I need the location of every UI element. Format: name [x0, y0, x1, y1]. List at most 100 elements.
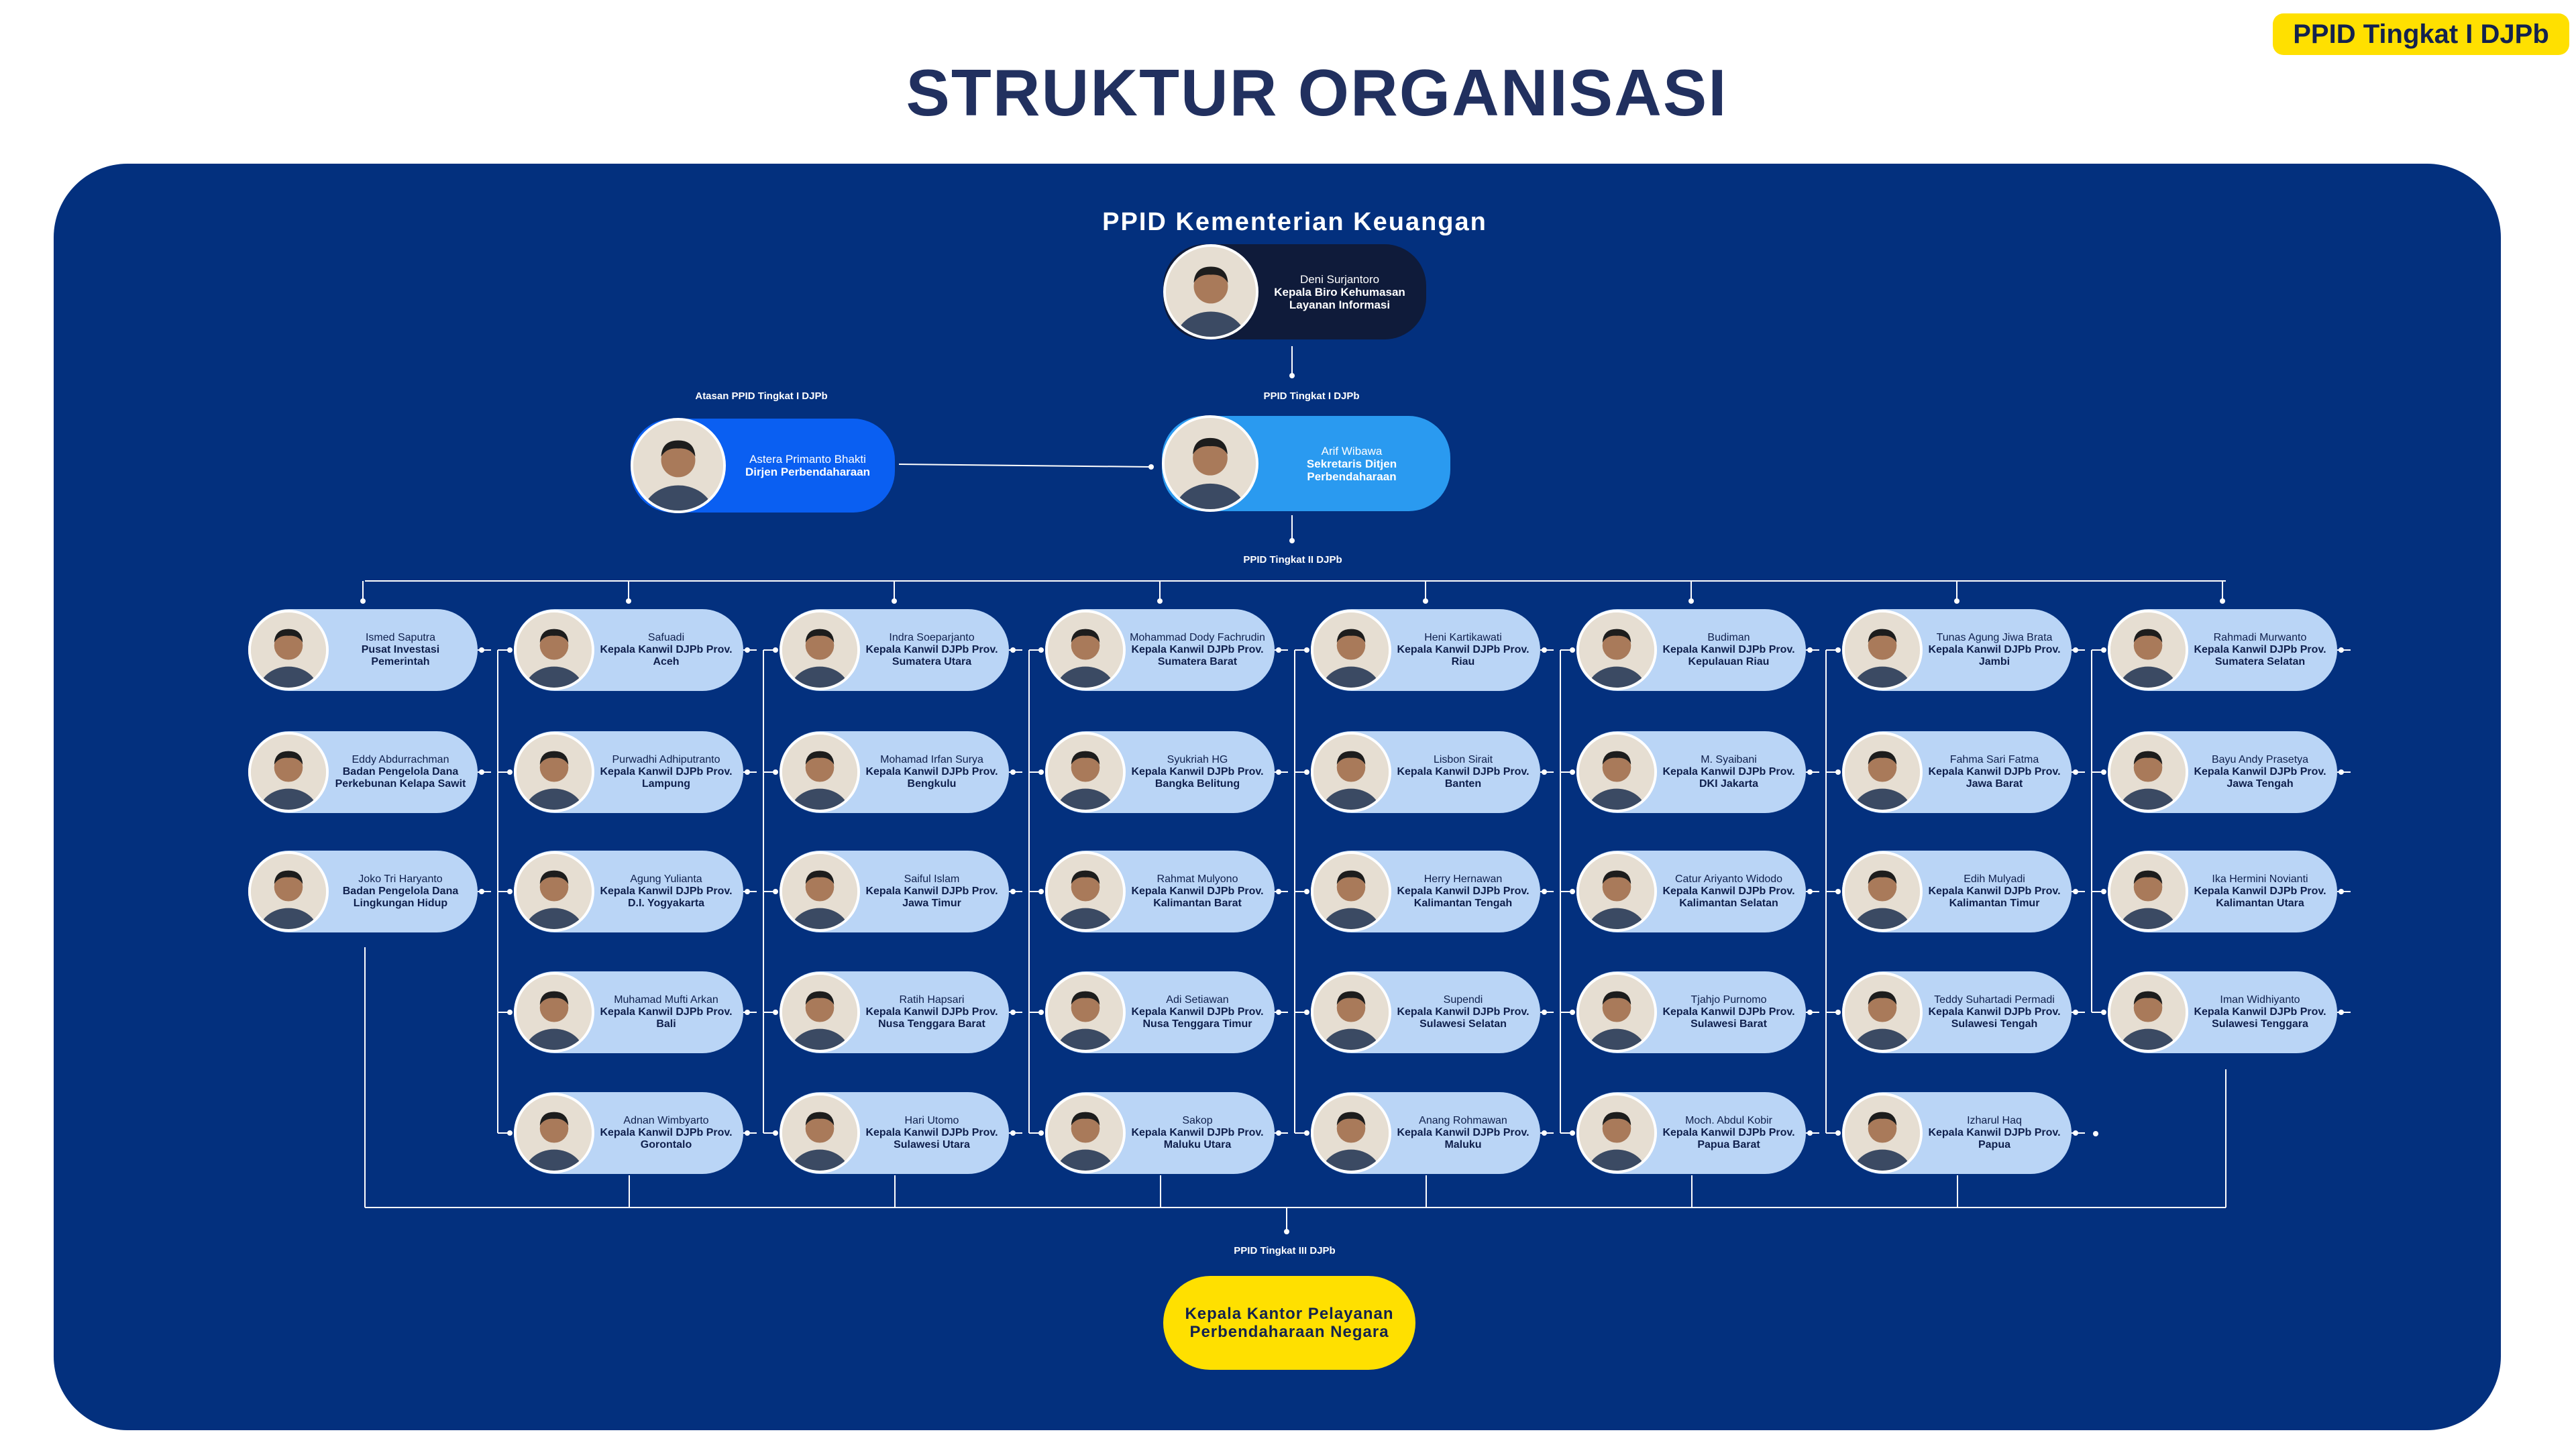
person-role: Kepala Kanwil DJPb Prov. Kalimantan Teng… — [1397, 885, 1529, 909]
person-photo-icon — [514, 972, 594, 1053]
card-top-person[interactable]: Deni Surjantoro Kepala Biro Kehumasan La… — [1163, 244, 1426, 339]
person-role: Kepala Kanwil DJPb Prov. Jambi — [1928, 644, 2061, 667]
person-photo-icon — [1576, 1093, 1657, 1173]
person-name: Supendi — [1443, 994, 1483, 1006]
tingkat1-role: Sekretaris Ditjen Perbendaharaan — [1306, 457, 1397, 483]
person-role: Kepala Kanwil DJPb Prov. Gorontalo — [600, 1127, 733, 1150]
person-role: Kepala Kanwil DJPb Prov. Aceh — [600, 644, 733, 667]
person-role: Kepala Kanwil DJPb Prov. Maluku Utara — [1131, 1127, 1264, 1150]
person-role: Pusat Investasi Pemerintah — [361, 644, 440, 667]
person-photo-icon — [1311, 972, 1391, 1053]
person-photo-icon — [1311, 1093, 1391, 1173]
person-role: Kepala Kanwil DJPb Prov. Sumatera Barat — [1131, 644, 1264, 667]
person-photo-icon — [1045, 610, 1126, 690]
person-role: Kepala Kanwil DJPb Prov. Sulawesi Utara — [865, 1127, 998, 1150]
person-name: Safuadi — [647, 632, 685, 643]
person-photo-icon — [1311, 732, 1391, 812]
card-tingkat-1[interactable]: Arif Wibawa Sekretaris Ditjen Perbendaha… — [1162, 415, 1450, 512]
person-photo-icon — [248, 732, 329, 812]
person-photo-icon — [1576, 972, 1657, 1053]
person-photo-icon — [514, 732, 594, 812]
person-photo-icon — [514, 1093, 594, 1173]
person-role: Kepala Kanwil DJPb Prov. Lampung — [600, 766, 733, 790]
person-role: Kepala Kanwil DJPb Prov. Sulawesi Selata… — [1397, 1006, 1529, 1030]
person-photo-icon — [2108, 972, 2188, 1053]
person-name: Bayu Andy Prasetya — [2211, 754, 2309, 765]
person-name: Mohammad Dody Fachrudin — [1130, 632, 1265, 643]
person-name: M. Syaibani — [1701, 754, 1757, 765]
person-photo-icon — [631, 418, 726, 513]
person-role: Badan Pengelola Dana Lingkungan Hidup — [342, 885, 459, 909]
person-name: Tunas Agung Jiwa Brata — [1936, 632, 2053, 643]
atasan-name: Astera Primanto Bhakti — [749, 453, 866, 466]
kppn-box[interactable]: Kepala Kantor Pelayanan Perbendaharaan N… — [1163, 1276, 1415, 1370]
person-photo-icon — [1842, 972, 1923, 1053]
person-role: Kepala Kanwil DJPb Prov. Nusa Tenggara B… — [865, 1006, 998, 1030]
person-name: Lisbon Sirait — [1433, 754, 1493, 765]
person-role: Kepala Kanwil DJPb Prov. Nusa Tenggara T… — [1131, 1006, 1264, 1030]
person-photo-icon — [1045, 1093, 1126, 1173]
person-photo-icon — [1045, 732, 1126, 812]
person-role: Kepala Kanwil DJPb Prov. Riau — [1397, 644, 1529, 667]
person-name: Muhamad Mufti Arkan — [614, 994, 718, 1006]
section-tingkat-3: PPID Tingkat III DJPb — [1234, 1245, 1336, 1256]
person-name: Heni Kartikawati — [1424, 632, 1502, 643]
person-name: Mohamad Irfan Surya — [880, 754, 983, 765]
person-role: Kepala Kanwil DJPb Prov. Papua — [1928, 1127, 2061, 1150]
person-role: Kepala Kanwil DJPb Prov. D.I. Yogyakarta — [600, 885, 733, 909]
ppid-badge: PPID Tingkat I DJPb — [2273, 13, 2569, 55]
person-role: Kepala Kanwil DJPb Prov. Sulawesi Tengah — [1928, 1006, 2061, 1030]
person-role: Kepala Kanwil DJPb Prov. Maluku — [1397, 1127, 1529, 1150]
person-role: Kepala Kanwil DJPb Prov. Papua Barat — [1662, 1127, 1795, 1150]
card-atasan[interactable]: Astera Primanto Bhakti Dirjen Perbendaha… — [631, 418, 895, 513]
person-photo-icon — [1576, 610, 1657, 690]
person-role: Kepala Kanwil DJPb Prov. Sulawesi Tengga… — [2194, 1006, 2326, 1030]
person-role: Kepala Kanwil DJPb Prov. Kepulauan Riau — [1662, 644, 1795, 667]
person-photo-icon — [514, 610, 594, 690]
top-person-name: Deni Surjantoro — [1299, 272, 1380, 286]
person-name: Hari Utomo — [904, 1115, 959, 1126]
person-name: Ika Hermini Novianti — [2212, 873, 2308, 885]
person-photo-icon — [2108, 610, 2188, 690]
person-role: Kepala Kanwil DJPb Prov. Kalimantan Timu… — [1928, 885, 2061, 909]
person-name: Tjahjo Purnomo — [1690, 994, 1767, 1006]
person-photo-icon — [1045, 972, 1126, 1053]
